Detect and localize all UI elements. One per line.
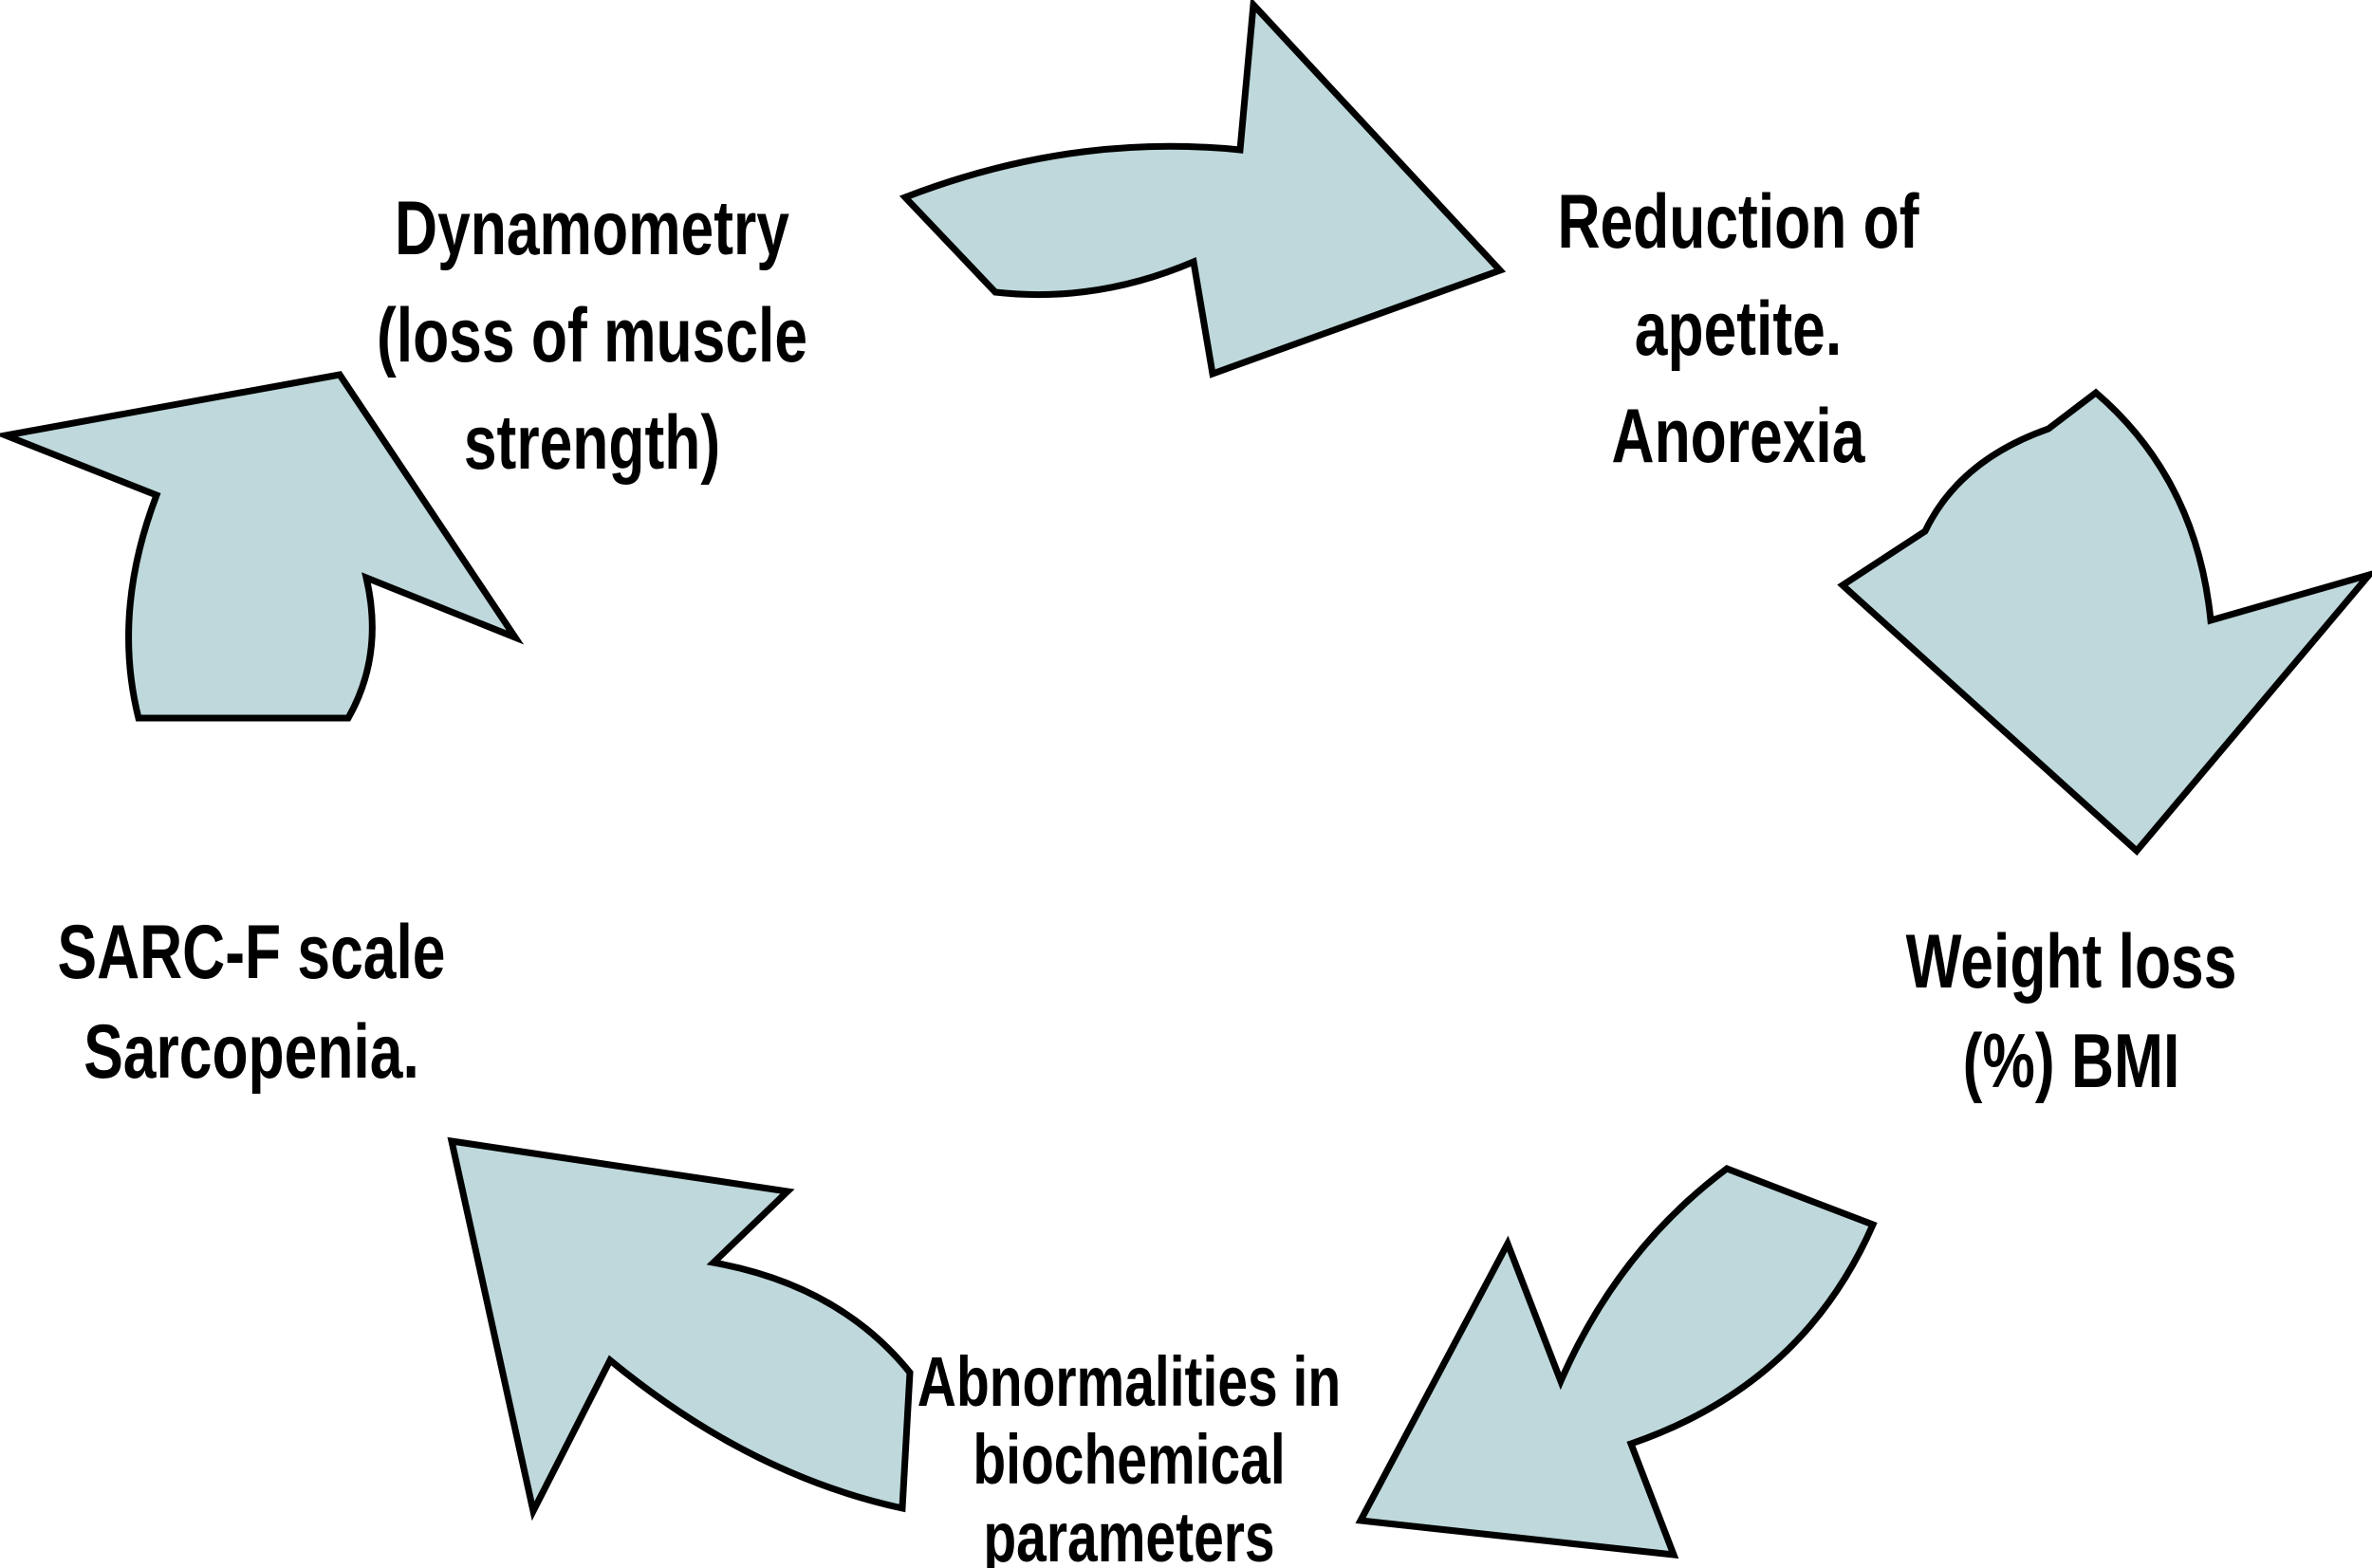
label-line: Sarcopenia. bbox=[83, 1009, 419, 1095]
label-line: parameters bbox=[983, 1498, 1275, 1568]
label-line: Abnormalities in bbox=[917, 1342, 1342, 1421]
label-line: biochemical bbox=[973, 1420, 1286, 1499]
node-label-sarc-f: SARC-F scale Sarcopenia. bbox=[57, 903, 445, 1102]
node-label-reduction-of-apetite: Reduction of apetite. Anorexia bbox=[1557, 169, 1918, 490]
label-line: Anorexia bbox=[1611, 394, 1865, 479]
label-line: apetite. bbox=[1634, 286, 1843, 372]
cycle-arrow-bottom-right bbox=[1355, 1165, 1878, 1559]
cycle-arrow-right bbox=[1837, 388, 2372, 857]
label-line: (loss of muscle bbox=[376, 293, 808, 378]
label-line: strength) bbox=[463, 400, 721, 486]
cycle-arrow-left bbox=[0, 371, 525, 722]
node-label-weight-loss: Weight loss (%) BMI bbox=[1906, 913, 2237, 1112]
label-line: Dynamometry bbox=[395, 186, 789, 271]
label-line: SARC-F scale bbox=[57, 910, 446, 995]
cycle-arrow-bottom-left bbox=[447, 1136, 914, 1522]
cycle-arrow-top bbox=[899, 0, 1507, 378]
label-line: (%) BMI bbox=[1962, 1019, 2180, 1104]
node-label-dynamometry: Dynamometry (loss of muscle strength) bbox=[377, 175, 807, 497]
label-line: Reduction of bbox=[1557, 179, 1919, 265]
node-label-abnormalities: Abnormalities in biochemical parameters bbox=[917, 1343, 1341, 1568]
label-line: Weight loss bbox=[1905, 919, 2237, 1005]
